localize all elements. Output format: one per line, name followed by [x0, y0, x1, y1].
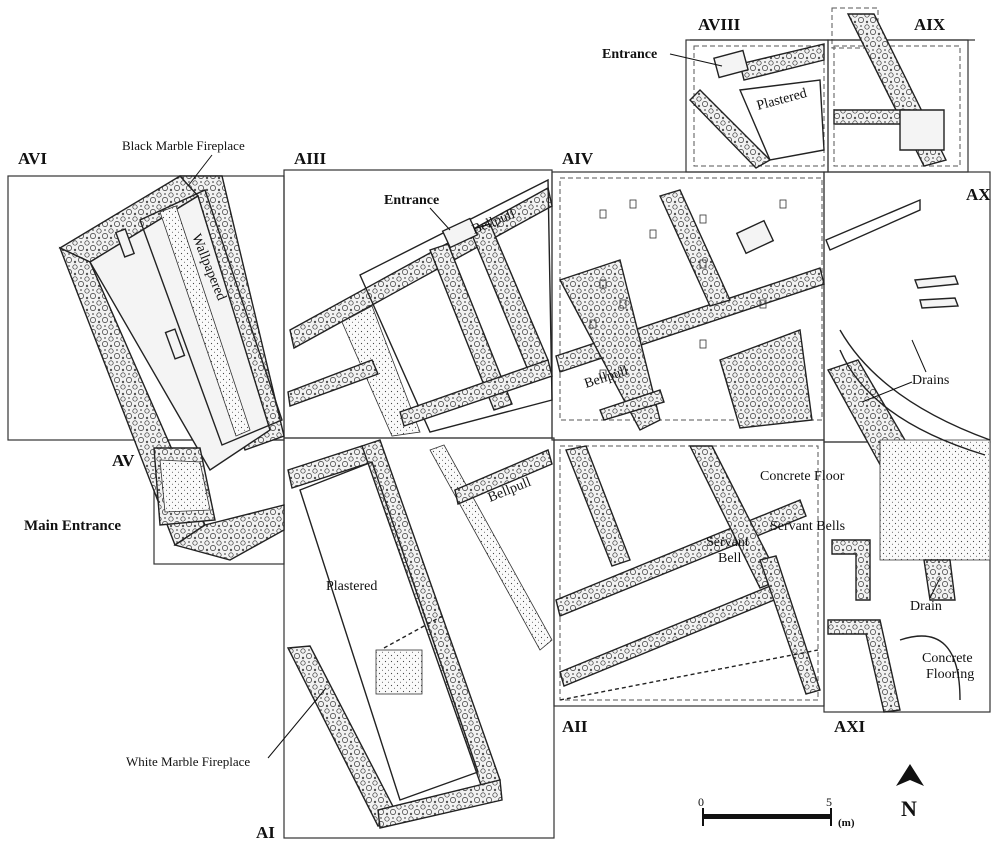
wing-aiv — [555, 189, 825, 431]
scale-bar: 0 5 (m) — [698, 795, 855, 829]
wing-aiii — [287, 178, 553, 437]
leader-entrance-aiii — [429, 207, 451, 231]
grid-labels: AVI AIII AIV AVIII AIX AX AV AI AII AXI — [18, 15, 991, 842]
grid-label-aviii: AVIII — [698, 15, 741, 34]
sheet-aii-inner — [559, 445, 819, 701]
leader-entrance-aviii — [669, 53, 723, 67]
wing-aix — [833, 13, 948, 167]
wing-ax — [825, 198, 991, 561]
label-concrete-flooring-1: Concrete — [922, 651, 973, 666]
wing-aii — [555, 445, 821, 701]
grid-label-aiv: AIV — [562, 149, 594, 168]
grid-label-av: AV — [112, 451, 135, 470]
label-servant-bells: Servant Bells — [770, 519, 845, 534]
sheet-ai — [283, 437, 555, 839]
aiv-pier-markers — [589, 199, 787, 379]
scale-bar-unit: (m) — [838, 817, 855, 829]
label-black-marble-fireplace: Black Marble Fireplace — [122, 138, 245, 153]
label-drain: Drain — [910, 599, 942, 614]
sheet-aix-inner — [833, 45, 961, 167]
wing-av — [153, 447, 216, 526]
label-plastered-ai: Plastered — [326, 579, 377, 594]
grid-label-ax: AX — [966, 185, 991, 204]
label-white-marble-fireplace: White Marble Fireplace — [126, 754, 250, 769]
wing-axi — [827, 539, 961, 713]
leader-drains-2 — [861, 381, 913, 403]
label-servant-bell-2: Bell — [718, 551, 741, 566]
north-arrow-icon: N — [896, 764, 924, 821]
leader-white-marble-fireplace — [267, 687, 327, 759]
grid-label-avi: AVI — [18, 149, 47, 168]
label-entrance-aviii: Entrance — [602, 47, 657, 62]
sheet-aiv-inner — [559, 177, 823, 421]
wing-ai — [286, 439, 553, 829]
wing-aviii — [689, 43, 825, 169]
label-servant-bell-1: Servant — [706, 535, 749, 550]
label-main-entrance: Main Entrance — [24, 518, 121, 534]
label-concrete-floor: Concrete Floor — [760, 469, 845, 484]
scale-bar-start: 0 — [698, 795, 704, 809]
label-entrance-aiii: Entrance — [384, 193, 439, 208]
grid-label-ai: AI — [256, 823, 275, 842]
grid-label-axi: AXI — [834, 717, 866, 736]
leader-drains-1 — [911, 339, 927, 373]
label-plastered-aviii: Plastered — [755, 86, 808, 114]
label-drains: Drains — [912, 373, 949, 388]
leader-drain — [929, 577, 941, 599]
grid-label-aiii: AIII — [294, 149, 327, 168]
leader-black-marble-fireplace — [187, 154, 213, 187]
north-arrow-label: N — [901, 796, 917, 821]
label-concrete-flooring-2: Flooring — [926, 667, 974, 682]
grid-label-aii: AII — [562, 717, 588, 736]
scale-bar-end: 5 — [826, 795, 832, 809]
grid-label-aix: AIX — [914, 15, 946, 34]
scale-bar-rule — [702, 814, 832, 819]
